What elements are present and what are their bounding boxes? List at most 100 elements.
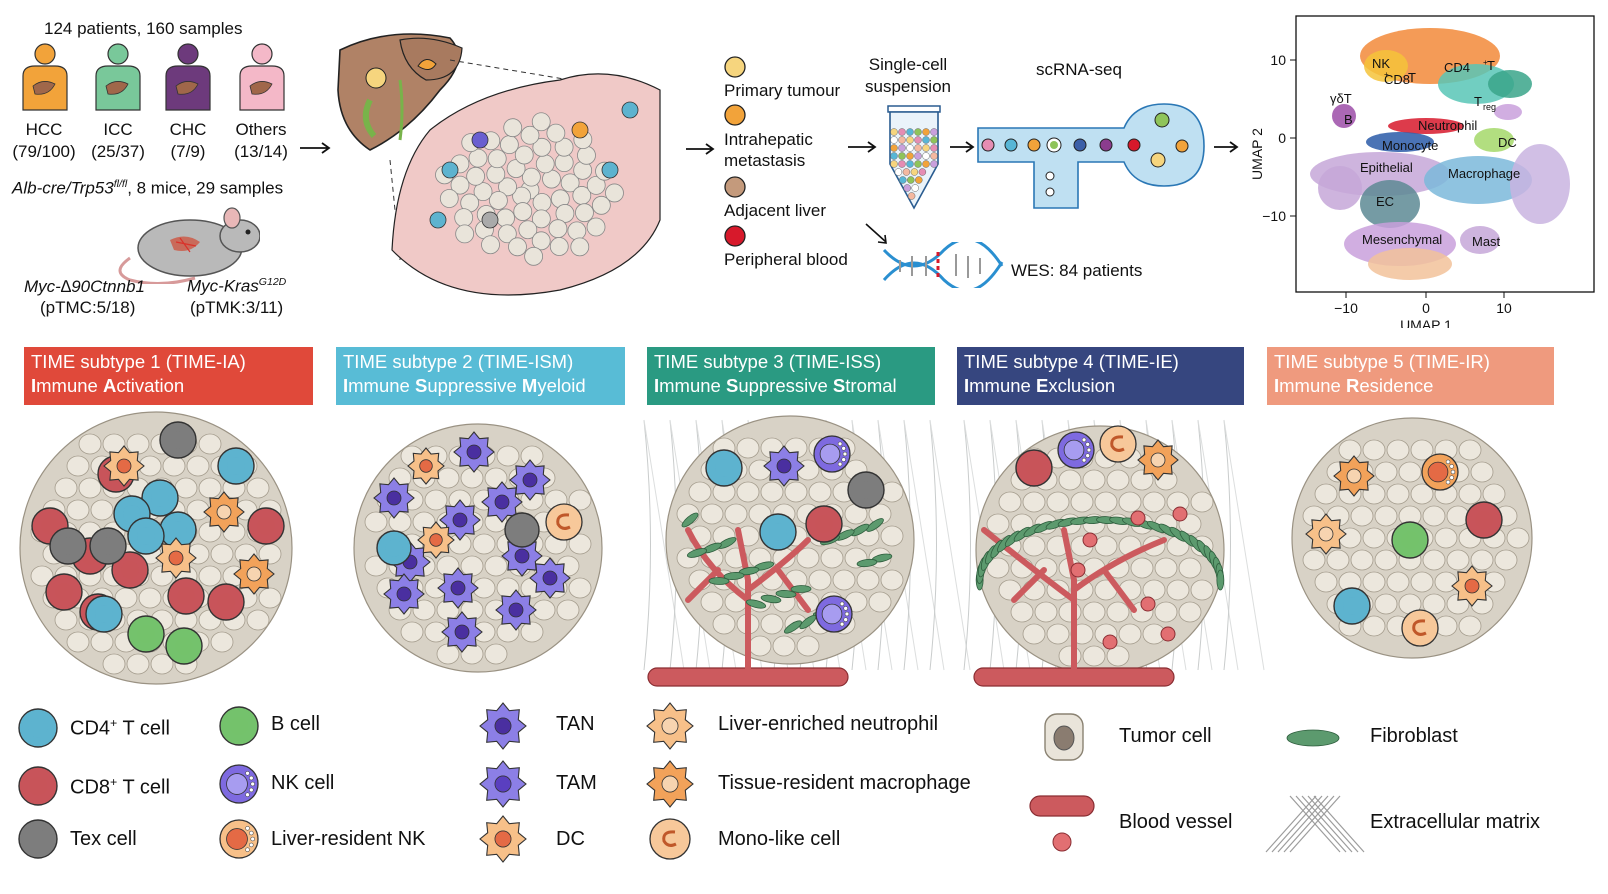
tex-cell <box>49 527 87 565</box>
mouse-model-2-count: (pTMK:3/11) <box>190 298 284 317</box>
cell-dot <box>890 136 898 144</box>
cell-dot <box>890 152 898 160</box>
tam-cell <box>439 499 481 541</box>
tumor-cell <box>450 175 470 195</box>
blood-vessel-tree <box>647 527 849 687</box>
tumor-cell <box>548 219 568 239</box>
others-count: (13/14) <box>234 142 288 161</box>
tumor-cell <box>150 653 174 675</box>
chc-label: CHC <box>169 120 207 139</box>
tumor-cell <box>1130 557 1154 579</box>
tumor-cell <box>986 513 1010 535</box>
tam-cell <box>437 567 479 609</box>
tumor-cell <box>481 235 500 255</box>
tumor-cell <box>1458 615 1482 637</box>
tumor-cell <box>700 503 724 525</box>
peripheral-blood-dot <box>724 225 746 247</box>
icc-count: (25/37) <box>91 142 145 161</box>
tumor-cell <box>520 125 540 145</box>
cd8-t-cell <box>1465 501 1503 539</box>
tumor-cell <box>1410 483 1434 505</box>
tumor-cell <box>808 569 832 591</box>
mouse-model-2: Myc-KrasG12D <box>187 276 287 296</box>
tumor-cell <box>531 112 551 132</box>
tumor-cell <box>1178 601 1202 623</box>
tumor-cell <box>66 631 90 653</box>
tumor-cell <box>1130 469 1154 491</box>
tumor-cell <box>90 631 114 653</box>
human-figure-icon <box>165 43 211 111</box>
cd4-superscript: + <box>1483 58 1488 67</box>
tumor-cell <box>567 221 587 241</box>
cluster-label-cd8: CD8 <box>1384 72 1410 87</box>
umap-ylabel: UMAP 2 <box>1249 128 1265 180</box>
legend-vessel: Blood vessel <box>1119 811 1233 833</box>
tumor-cell <box>489 191 508 210</box>
microfluidic-chip <box>977 103 1205 209</box>
human-figures <box>22 43 285 111</box>
tumor-cell <box>508 237 527 257</box>
umap-cluster <box>1318 166 1362 210</box>
cd4-t-cell <box>85 595 123 633</box>
immune-cell <box>471 131 489 149</box>
umap-cluster <box>1388 118 1464 134</box>
adjacent-liver-label: Adjacent liver <box>724 201 827 220</box>
nk-cell-icon <box>219 764 259 804</box>
legend-len: Liver-enriched neutrophil <box>718 713 939 735</box>
tex-cell <box>504 512 540 548</box>
fibroblast <box>686 548 708 558</box>
tumor-cell <box>54 609 78 631</box>
blood-cell <box>1082 532 1098 548</box>
tumor-cell <box>78 477 102 499</box>
tumor-cell <box>484 555 508 577</box>
tumor-cell <box>1374 593 1398 615</box>
cd4-t-cell <box>705 449 743 487</box>
tumor-cell <box>1046 491 1070 513</box>
tumor-cell <box>880 525 904 547</box>
cluster-label-neutrophil: Neutrophil <box>1418 118 1477 133</box>
tam-cell <box>441 611 483 653</box>
tumor-cell <box>246 609 270 631</box>
cell-dot <box>899 176 907 184</box>
liver-tissue-illustration <box>337 33 661 296</box>
legend-dc: DC <box>556 828 585 850</box>
umap-xtick: 0 <box>1422 300 1430 316</box>
tumor-cell <box>497 224 517 244</box>
cluster-label-treg-sub: reg <box>1483 102 1496 112</box>
tumor-cell <box>1034 601 1058 623</box>
tumor-cell <box>1190 579 1214 601</box>
tex-cell <box>89 527 127 565</box>
tumor-cell <box>1398 461 1422 483</box>
tumor-cell <box>1022 623 1046 645</box>
tumor-cell <box>198 433 222 455</box>
umap-ytick: −10 <box>1262 208 1286 224</box>
sample-color-dots <box>724 56 746 247</box>
tex-cell-icon <box>18 819 58 859</box>
arrow-icon <box>1214 141 1239 153</box>
umap-ytick: 0 <box>1278 130 1286 146</box>
cd8-superscript: + <box>1384 70 1389 79</box>
tumor-cell <box>554 137 574 157</box>
cell-dot <box>922 144 930 152</box>
tumor-cell <box>513 202 533 221</box>
tumor-cell <box>546 123 566 143</box>
cell-dot <box>914 144 922 152</box>
liver-resident-nk-icon <box>219 819 259 859</box>
tumor-cell <box>724 503 748 525</box>
blood-cell <box>1140 596 1156 612</box>
immune-cell <box>601 161 619 179</box>
tumor-cell <box>522 167 541 187</box>
blood-cell <box>1070 562 1086 578</box>
human-cohort-header: 124 patients, 160 samples <box>44 19 243 38</box>
immune-cell <box>441 161 459 179</box>
tumor-cell <box>499 135 519 155</box>
cd8-t-cell <box>207 583 245 621</box>
tumor-cell <box>1350 549 1374 571</box>
tumor-cell <box>1506 527 1530 549</box>
cluster-label-b: B <box>1344 112 1353 127</box>
cell-dot <box>911 184 919 192</box>
tissue-resident-macrophage <box>233 553 275 595</box>
blood-cell <box>1102 634 1118 650</box>
cell-dot <box>918 168 927 176</box>
peripheral-blood-label: Peripheral blood <box>724 250 848 269</box>
